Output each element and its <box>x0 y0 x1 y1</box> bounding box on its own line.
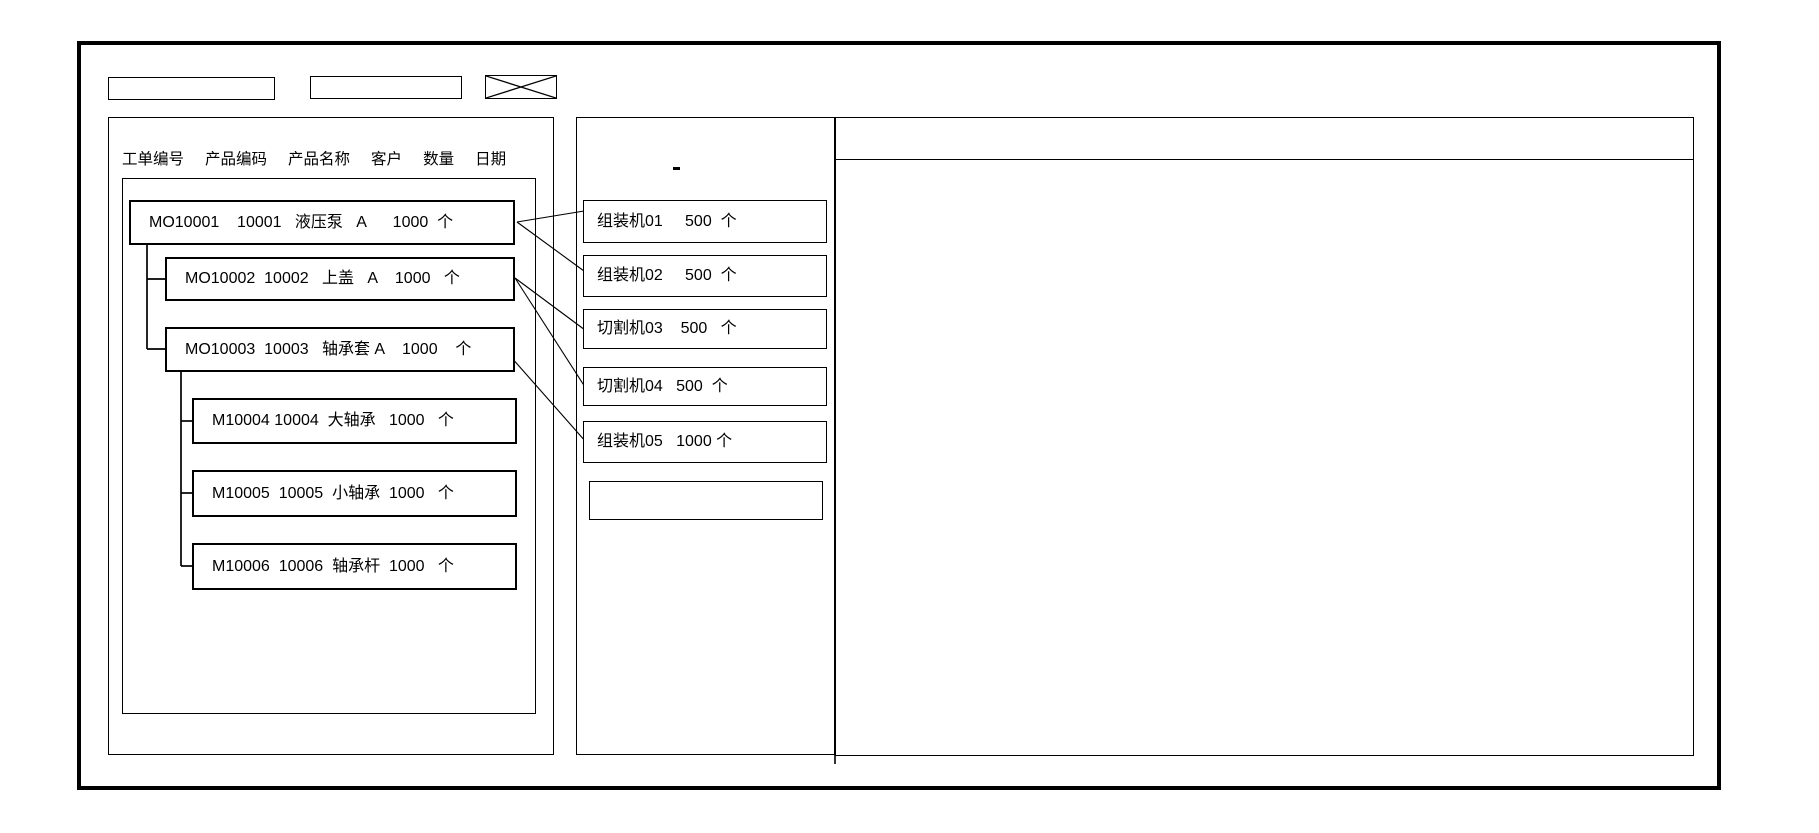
machine-item-05[interactable]: 组装机05 1000 个 <box>583 421 827 463</box>
image-placeholder-button[interactable] <box>485 75 557 99</box>
machine-item-label: 切割机04 500 个 <box>597 377 728 395</box>
note-dash-mark <box>673 167 680 170</box>
machine-item-03[interactable]: 切割机03 500 个 <box>583 309 827 349</box>
order-node-label: MO10003 10003 轴承套 A 1000 个 <box>185 340 472 358</box>
machine-item-02[interactable]: 组装机02 500 个 <box>583 255 827 297</box>
column-header-product-name: 产品名称 <box>288 151 351 168</box>
order-node-m10004[interactable]: M10004 10004 大轴承 1000 个 <box>192 398 517 444</box>
machine-item-label: 组装机05 1000 个 <box>597 433 733 450</box>
order-node-m10005[interactable]: M10005 10005 小轴承 1000 个 <box>192 470 517 517</box>
detail-panel <box>835 117 1694 756</box>
order-node-label: MO10001 10001 液压泵 A 1000 个 <box>149 213 454 231</box>
order-node-mo10003[interactable]: MO10003 10003 轴承套 A 1000 个 <box>165 327 515 372</box>
order-node-label: MO10002 10002 上盖 A 1000 个 <box>185 270 460 287</box>
machine-item-empty[interactable] <box>589 481 823 520</box>
machine-item-01[interactable]: 组装机01 500 个 <box>583 200 827 243</box>
machine-item-label: 组装机01 500 个 <box>597 212 737 230</box>
order-tree-container <box>122 178 536 714</box>
toolbar-field-1[interactable] <box>108 77 275 100</box>
crossed-box-icon <box>486 76 556 98</box>
column-header-date: 日期 <box>475 151 507 168</box>
column-headers: 工单编号 产品编码 产品名称 客户 数量 日期 <box>122 147 506 169</box>
column-header-product-code: 产品编码 <box>205 151 268 168</box>
order-node-mo10001[interactable]: MO10001 10001 液压泵 A 1000 个 <box>129 200 515 245</box>
order-node-m10006[interactable]: M10006 10006 轴承杆 1000 个 <box>192 543 517 590</box>
order-node-mo10002[interactable]: MO10002 10002 上盖 A 1000 个 <box>165 257 515 301</box>
order-node-label: M10006 10006 轴承杆 1000 个 <box>212 557 454 575</box>
detail-panel-header <box>836 118 1693 160</box>
machine-item-04[interactable]: 切割机04 500 个 <box>583 367 827 406</box>
toolbar-field-2[interactable] <box>310 76 462 99</box>
column-header-customer: 客户 <box>371 151 403 168</box>
column-header-quantity: 数量 <box>423 151 455 168</box>
machine-item-label: 组装机02 500 个 <box>597 267 737 284</box>
column-header-order-no: 工单编号 <box>122 151 185 168</box>
machine-item-label: 切割机03 500 个 <box>597 320 737 337</box>
order-node-label: M10004 10004 大轴承 1000 个 <box>212 412 454 429</box>
order-node-label: M10005 10005 小轴承 1000 个 <box>212 484 454 502</box>
